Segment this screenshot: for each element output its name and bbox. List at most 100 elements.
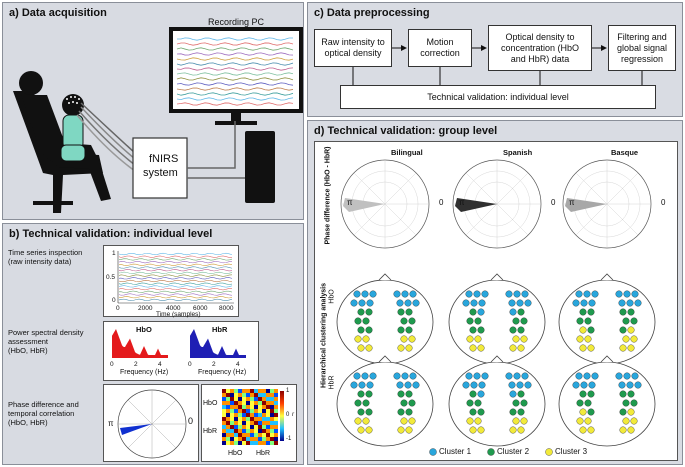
channel-dot: [572, 381, 580, 389]
corr-cell: [230, 441, 234, 445]
cap-optode: [76, 102, 78, 104]
cap-optode: [78, 98, 80, 100]
corr-cell: [230, 409, 234, 413]
channel-dot: [588, 381, 596, 389]
corr-cell: [266, 421, 270, 425]
ts-ytick-1: 1: [112, 250, 116, 257]
channel-dot: [579, 426, 587, 434]
channel-dot: [579, 390, 587, 398]
corr-cell: [254, 405, 258, 409]
channel-dot: [626, 381, 634, 389]
cbar-mid: 0: [286, 412, 290, 418]
corr-cell: [230, 429, 234, 433]
corr-cell: [254, 401, 258, 405]
polar-grid-spoke: [575, 172, 608, 205]
ts-xtick-5: 8000: [219, 305, 234, 312]
corr-cell: [226, 425, 230, 429]
channel-dot: [408, 335, 416, 343]
corr-cell: [246, 429, 250, 433]
channel-dot: [469, 426, 477, 434]
cbar-top: 1: [286, 388, 290, 394]
corr-cell: [222, 397, 226, 401]
corr-cell: [270, 409, 274, 413]
corr-cell: [246, 413, 250, 417]
channel-dot: [469, 344, 477, 352]
pc-label: Recording PC: [208, 17, 265, 27]
channel-dot: [462, 381, 470, 389]
polar-zero-1: 0: [439, 198, 444, 207]
channel-dot: [517, 408, 525, 416]
channel-dot: [412, 381, 420, 389]
channel-dot: [405, 326, 413, 334]
corr-cell: [266, 433, 270, 437]
channel-dot: [580, 299, 588, 307]
corr-cell: [254, 437, 258, 441]
ts-signal-line: [118, 263, 233, 266]
panel-a: a) Data acquisition Recording PC fNIRS s…: [2, 2, 304, 220]
corr-cell: [274, 413, 278, 417]
corr-cell: [262, 409, 266, 413]
channel-dot: [397, 326, 405, 334]
channel-dot: [630, 399, 638, 407]
channel-dot: [576, 399, 584, 407]
polar-grid-spoke: [575, 203, 608, 236]
corr-cell: [238, 425, 242, 429]
corr-cell: [266, 397, 270, 401]
channel-dot: [466, 317, 474, 325]
channel-dot: [509, 426, 517, 434]
ts-signal-line: [118, 258, 233, 261]
channel-dot: [622, 399, 630, 407]
psd-xtick-6: 4: [236, 361, 240, 368]
channel-dot: [361, 290, 369, 298]
psd-label-1: Power spectral density: [8, 328, 84, 337]
corr-cell: [238, 437, 242, 441]
polar-pi-2: π: [459, 198, 465, 207]
psd-xtick-4: 0: [188, 361, 192, 368]
corr-cell: [254, 393, 258, 397]
corr-cell: [254, 413, 258, 417]
channel-dot: [393, 290, 401, 298]
corr-cell: [222, 409, 226, 413]
channel-dot: [579, 408, 587, 416]
corr-cell: [242, 405, 246, 409]
phase-ylabel: Phase difference (HbO - HbR): [324, 146, 332, 245]
corr-cell: [238, 433, 242, 437]
corr-cell: [262, 441, 266, 445]
corr-hbo-x: HbO: [228, 450, 243, 457]
channel-dot: [587, 408, 595, 416]
corr-cell: [250, 441, 254, 445]
channel-dot: [622, 317, 630, 325]
corr-cell: [234, 433, 238, 437]
corr-cell: [258, 413, 262, 417]
psd-label-3: (HbO, HbR): [8, 346, 48, 355]
channel-dot: [516, 381, 524, 389]
polar-grid-spoke: [384, 172, 417, 205]
phase-label-3: (HbO, HbR): [8, 418, 48, 427]
corr-cell: [246, 421, 250, 425]
channel-dot: [520, 417, 528, 425]
channel-dot: [584, 399, 592, 407]
channel-dot: [634, 299, 642, 307]
channel-dot: [474, 399, 482, 407]
corr-cell: [270, 421, 274, 425]
group-title-spanish: Spanish: [503, 148, 533, 157]
corr-cell: [242, 389, 246, 393]
polar-grid-spoke: [496, 172, 529, 205]
polar-grid-spoke: [384, 203, 417, 236]
ts-signal-line: [118, 266, 233, 269]
channel-dot: [626, 299, 634, 307]
channel-dot: [408, 317, 416, 325]
polar-pi-3: π: [569, 198, 575, 207]
cap-optode: [70, 96, 72, 98]
corr-cell: [226, 389, 230, 393]
corr-cell: [266, 441, 270, 445]
channel-dot: [513, 372, 521, 380]
channel-dot: [470, 381, 478, 389]
corr-cell: [230, 433, 234, 437]
fnirs-label-1: fNIRS: [149, 153, 179, 165]
cluster-ylabel: Hierarchical clustering analysis: [320, 282, 328, 389]
channel-dot: [357, 408, 365, 416]
corr-cell: [274, 437, 278, 441]
head-outline: [336, 361, 434, 447]
channel-dot: [619, 344, 627, 352]
